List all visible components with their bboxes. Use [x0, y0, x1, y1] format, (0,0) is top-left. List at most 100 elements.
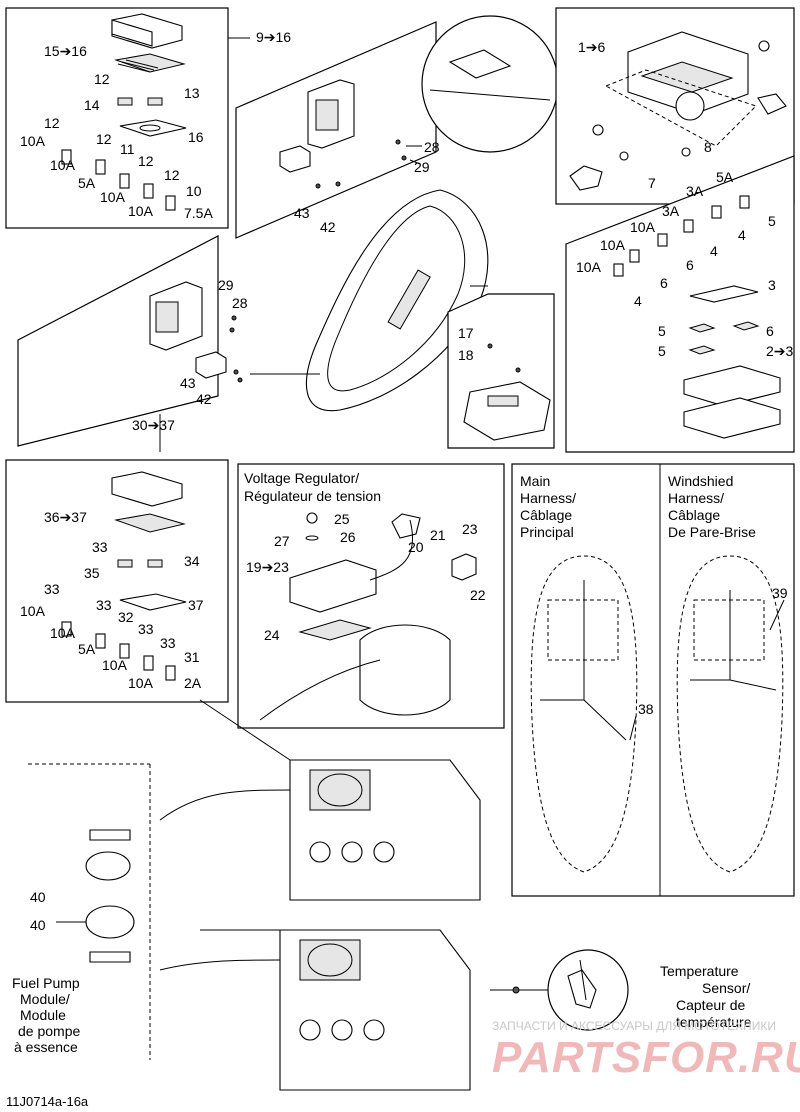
callout-label: 12 — [44, 115, 60, 131]
callout-label: 37 — [188, 597, 204, 613]
callout-label: 22 — [470, 587, 486, 603]
watermark: ЗАПЧАСТИ И АКСЕССУАРЫ ДЛЯ МОТОТЕХНИКИ PA… — [492, 1019, 800, 1082]
title-line: De Pare-Brise — [668, 524, 756, 540]
callout-label: 33 — [96, 597, 112, 613]
callout-label: 2➔3 — [766, 343, 794, 359]
callout-label: 3 — [768, 277, 776, 293]
detail-circle-top — [421, 15, 559, 153]
callout-label: 35 — [84, 565, 100, 581]
title-line: Fuel Pump — [12, 975, 80, 991]
fuse-box-panel-bottom — [5, 459, 229, 703]
title-line: Temperature — [660, 963, 739, 979]
watermark-line-1: ЗАПЧАСТИ И АКСЕССУАРЫ ДЛЯ МОТОТЕХНИКИ — [492, 1019, 776, 1033]
callout-label: 43 — [294, 205, 310, 221]
module-top-callouts: 9➔16 28 29 43 42 — [256, 29, 440, 235]
fuel-pump-title: Fuel Pump Module/ Module de pompe à esse… — [12, 975, 80, 1055]
callout-label: 11 — [120, 141, 135, 157]
callout-label: 9➔16 — [256, 29, 291, 45]
callout-label: 19➔23 — [246, 559, 289, 575]
callout-label: 28 — [424, 139, 440, 155]
temperature-sensor-title: Temperature Sensor/ Capteur de températu… — [660, 963, 752, 1030]
voltage-regulator-panel — [237, 463, 505, 729]
callout-label: 10 — [186, 183, 202, 199]
connector-callouts: 17 18 — [458, 325, 474, 363]
callout-label: 29 — [218, 277, 234, 293]
title-line: Régulateur de tension — [244, 488, 381, 504]
fuse-holder-right-callouts: 1➔6 8 7 — [578, 39, 712, 191]
title-line: Main — [520, 473, 550, 489]
callout-label: 12 — [96, 131, 112, 147]
callout-label: 40 — [30, 917, 46, 933]
watermark-logo: PARTSFOR.RU — [492, 1033, 800, 1082]
callout-label: 33 — [92, 539, 108, 555]
callout-label: 39 — [772, 585, 788, 601]
title-line: Voltage Regulator/ — [244, 470, 359, 486]
connector-detail — [447, 293, 555, 449]
callout-label: 10A — [600, 237, 626, 253]
callout-label: 33 — [44, 581, 60, 597]
figure-id: 11J0714a-16a — [6, 1094, 89, 1109]
callout-label: 12 — [164, 167, 180, 183]
callout-label: 14 — [84, 97, 100, 113]
fuse-box-bottom-callouts: 36➔37 33 34 35 33 37 10A 33 32 10A 33 5A… — [20, 509, 204, 691]
title-line: Harness/ — [668, 490, 724, 506]
callout-label: 6 — [686, 257, 694, 273]
callout-label: 15➔16 — [44, 43, 87, 59]
title-line: de pompe — [18, 1023, 80, 1039]
callout-label: 43 — [180, 375, 196, 391]
engine-assembly — [28, 699, 481, 1091]
fuse-box-top-callouts: 15➔16 12 14 13 12 10A 12 16 10A 11 5A 12… — [20, 43, 213, 221]
callout-label: 20 — [408, 539, 424, 555]
callout-label: 25 — [334, 511, 350, 527]
callout-label: 5 — [658, 343, 666, 359]
callout-label: 23 — [462, 521, 478, 537]
callout-label: 10A — [576, 259, 602, 275]
callout-label: 6 — [660, 275, 668, 291]
callout-label: 27 — [274, 533, 290, 549]
module-mid-callouts: 29 28 43 42 30➔37 — [132, 277, 248, 433]
callout-label: 18 — [458, 347, 474, 363]
callout-label: 7 — [648, 175, 656, 191]
harness-panel — [511, 463, 795, 897]
voltage-regulator-callouts: 25 27 26 19➔23 21 20 23 22 24 — [246, 511, 486, 643]
fuse-panel-right-callouts: 5A 3A 5 3A 4 10A 4 10A 6 10A 6 3 4 5 6 5… — [576, 169, 794, 359]
callout-label: 10A — [50, 157, 76, 173]
windshield-harness-title: Windshied Harness/ Câblage De Pare-Brise — [668, 473, 756, 540]
callout-label: 10A — [50, 625, 76, 641]
callout-label: 33 — [138, 621, 154, 637]
title-line: Capteur de — [676, 997, 745, 1013]
callout-label: 6 — [766, 323, 774, 339]
callout-label: 10A — [128, 675, 154, 691]
callout-label: 40 — [30, 889, 46, 905]
callout-label: 10A — [20, 133, 46, 149]
callout-label: 28 — [232, 295, 248, 311]
title-line: Module — [20, 1007, 66, 1023]
callout-label: 4 — [710, 243, 718, 259]
callout-label: 5A — [78, 641, 96, 657]
callout-label: 2A — [184, 675, 202, 691]
callout-label: 42 — [320, 219, 336, 235]
callout-label: 10A — [102, 657, 128, 673]
title-line: Câblage — [668, 507, 720, 523]
title-line: à essence — [14, 1039, 78, 1055]
title-line: Sensor/ — [702, 980, 750, 996]
callout-label: 4 — [634, 293, 642, 309]
callout-label: 16 — [188, 129, 204, 145]
callout-label: 5 — [658, 323, 666, 339]
callout-label: 29 — [414, 159, 430, 175]
callout-label: 36➔37 — [44, 509, 87, 525]
callout-label: 10A — [630, 219, 656, 235]
callout-label: 5A — [716, 169, 734, 185]
callout-label: 26 — [340, 529, 356, 545]
callout-label: 33 — [160, 635, 176, 651]
callout-label: 10A — [100, 189, 126, 205]
title-line: Windshied — [668, 473, 733, 489]
callout-label: 21 — [430, 527, 446, 543]
callout-label: 12 — [138, 153, 154, 169]
title-line: Harness/ — [520, 490, 576, 506]
callout-label: 30➔37 — [132, 417, 175, 433]
callout-label: 32 — [118, 609, 134, 625]
harness-callouts: 38 39 — [638, 585, 788, 717]
